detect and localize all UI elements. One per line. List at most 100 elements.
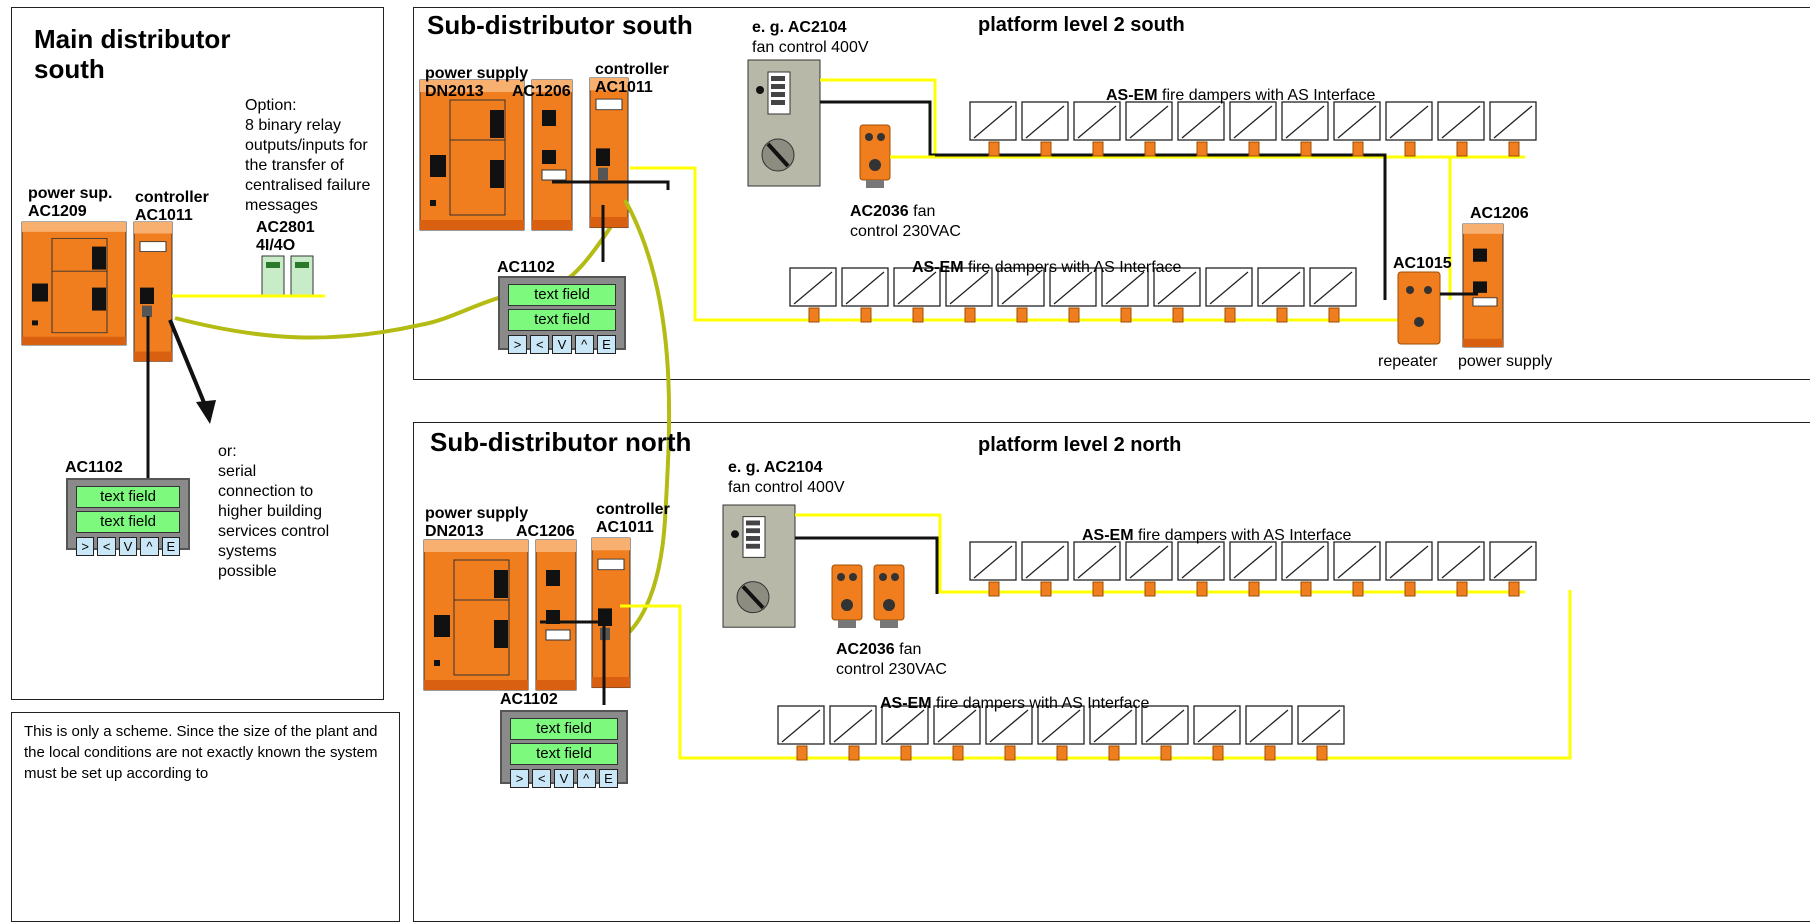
south-fan400-yellow (820, 78, 1525, 159)
main-power-supply-ac1209 (21, 221, 127, 346)
hmi-key-up[interactable]: ^ (576, 769, 596, 788)
hmi-key-prev[interactable]: < (97, 537, 116, 556)
hmi-text-field[interactable]: text field (76, 511, 180, 533)
scheme-note-text: This is only a scheme. Since the size of… (24, 723, 378, 782)
north-asem-upper: AS-EM fire dampers with AS Interface (1082, 527, 1352, 544)
north-controller-ac1011 (591, 537, 631, 689)
hmi-key-next[interactable]: > (508, 335, 528, 354)
north-fan230-text: AC2036 fan control 230VAC (836, 640, 947, 680)
hmi-key-up[interactable]: ^ (140, 537, 159, 556)
south-ps-model: AC1206 (1470, 205, 1529, 222)
south-repeater-model: AC1015 (1393, 255, 1452, 272)
hmi-key-enter[interactable]: E (161, 537, 181, 556)
south-fan230-text: AC2036 fan control 230VAC (850, 202, 961, 242)
north-yellow-lower-bus (620, 590, 1572, 760)
main-hmi-panel: text field text field > < V ^ E (66, 478, 190, 556)
south-fan400-model: e. g. AC2104 (752, 19, 847, 36)
south-fan230-model: AC2036 (850, 203, 909, 220)
main-hmi-model: AC1102 (65, 459, 123, 476)
south-asem-lower: AS-EM fire dampers with AS Interface (912, 259, 1182, 276)
hmi-text-field[interactable]: text field (508, 284, 616, 306)
south-ps-desc: power supply (1458, 353, 1553, 370)
south-fan230-desc-1: fan (913, 203, 936, 220)
main-controller-model: AC1011 (135, 207, 193, 224)
south-upper-dampers (969, 101, 1537, 157)
south-black-bus (552, 180, 670, 190)
hmi-key-enter[interactable]: E (598, 769, 619, 788)
north-platform: platform level 2 north (978, 434, 1182, 456)
north-controller-model: AC1011 (596, 519, 654, 536)
hmi-key-up[interactable]: ^ (574, 335, 594, 354)
north-fan230-model: AC2036 (836, 641, 895, 658)
scheme-note: This is only a scheme. Since the size of… (11, 712, 400, 922)
hmi-key-down[interactable]: V (118, 537, 138, 556)
north-title: Sub-distributor north (430, 427, 692, 457)
south-power-supply-dn2013 (419, 79, 525, 231)
north-fan400-black (795, 536, 939, 594)
south-hmi-panel: text field text field > < V ^ E (498, 276, 626, 354)
main-power-sup-label: power sup. (28, 185, 113, 202)
south-fan-control-230vac (859, 124, 891, 189)
hmi-key-next[interactable]: > (76, 537, 95, 556)
or-serial-arrow-head (196, 400, 216, 424)
south-fan400-desc: fan control 400V (752, 39, 869, 56)
north-ac1206-model: AC1206 (516, 523, 575, 540)
south-fan-control-400v (746, 58, 822, 188)
serial-link-south-north (618, 199, 672, 642)
north-fan400-model: e. g. AC2104 (728, 459, 823, 476)
north-hmi-model: AC1102 (500, 691, 558, 708)
south-power-supply-label: power supply (425, 65, 529, 82)
south-yellow-lower-bus (630, 166, 1400, 322)
south-platform: platform level 2 south (978, 14, 1185, 36)
south-fan230-desc-2: control 230VAC (850, 223, 961, 240)
south-title: Sub-distributor south (427, 10, 693, 40)
hmi-key-enter[interactable]: E (596, 335, 617, 354)
hmi-text-field[interactable]: text field (76, 486, 180, 508)
main-or-text: or: serial connection to higher building… (218, 443, 330, 580)
hmi-key-prev[interactable]: < (532, 769, 552, 788)
main-distributor-panel (11, 7, 384, 700)
hmi-key-prev[interactable]: < (530, 335, 550, 354)
south-panel (413, 7, 1810, 380)
south-controller-label: controller (595, 61, 669, 78)
main-controller-ac1011 (133, 221, 173, 362)
north-hmi-panel: text field text field > < V ^ E (500, 710, 628, 788)
north-fan-control-230vac-2 (873, 564, 905, 629)
north-fan230-desc-1: fan (899, 641, 922, 658)
serial-link-main-south (174, 203, 627, 340)
north-power-supply-ac1206 (535, 539, 577, 691)
hmi-text-field[interactable]: text field (510, 743, 618, 765)
north-fan400-yellow (795, 513, 1525, 594)
south-asem-upper: AS-EM fire dampers with AS Interface (1106, 87, 1376, 104)
north-panel (413, 422, 1810, 922)
north-fan400-desc: fan control 400V (728, 479, 845, 496)
south-hmi-model: AC1102 (497, 259, 555, 276)
south-power-supply-ac1206 (531, 79, 573, 231)
north-controller-label: controller (596, 501, 670, 518)
hmi-key-down[interactable]: V (552, 335, 572, 354)
or-serial-arrow (168, 319, 207, 406)
hmi-key-down[interactable]: V (554, 769, 574, 788)
main-controller-label: controller (135, 189, 209, 206)
south-repeater-ac1015 (1397, 271, 1441, 345)
main-power-sup-model: AC1209 (28, 203, 87, 220)
hmi-text-field[interactable]: text field (510, 718, 618, 740)
hmi-text-field[interactable]: text field (508, 309, 616, 331)
south-controller-ac1011 (589, 77, 629, 229)
north-fan-control-230vac-1 (831, 564, 863, 629)
south-repeater-desc: repeater (1378, 353, 1438, 370)
main-title: Main distributor south (34, 24, 231, 84)
south-controller-model: AC1011 (595, 79, 653, 96)
north-asem-lower: AS-EM fire dampers with AS Interface (880, 695, 1150, 712)
north-fan230-desc-2: control 230VAC (836, 661, 947, 678)
south-dn-model: DN2013 (425, 83, 484, 100)
hmi-key-next[interactable]: > (510, 769, 530, 788)
north-lower-dampers (777, 705, 1345, 761)
north-upper-dampers (969, 541, 1537, 597)
relay-model: AC2801 (256, 219, 315, 236)
relay-io: 4I/4O (256, 237, 296, 254)
north-dn-model: DN2013 (425, 523, 484, 540)
north-power-supply-dn2013 (423, 539, 529, 691)
main-option-text: Option: 8 binary relay outputs/inputs fo… (245, 97, 371, 214)
